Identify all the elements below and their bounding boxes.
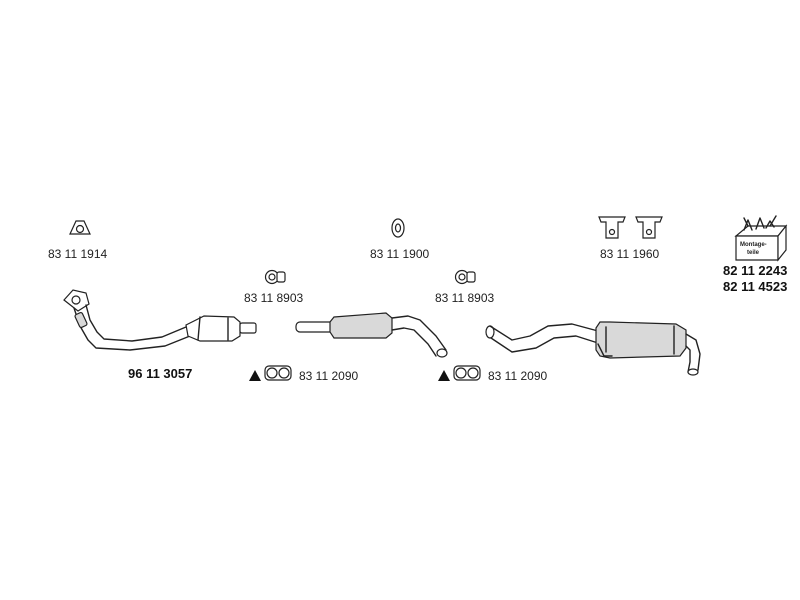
rubber-hanger-icon bbox=[635, 216, 663, 239]
part-number-gasket-triangle: 83 11 1914 bbox=[48, 247, 107, 261]
rubber-hanger-icon bbox=[598, 216, 626, 239]
warning-triangle-icon bbox=[249, 370, 261, 381]
rear-silencer-drawing bbox=[485, 321, 701, 376]
warning-triangle-icon bbox=[438, 370, 450, 381]
part-number-front-pipe-catalyst: 96 11 3057 bbox=[128, 366, 192, 381]
middle-silencer-drawing bbox=[295, 312, 448, 358]
oval-gasket-icon bbox=[391, 218, 405, 238]
part-number-clamp-left: 83 11 8903 bbox=[244, 291, 303, 305]
kit-label-line1: Montage- bbox=[740, 242, 767, 248]
part-number-clamp-right: 83 11 8903 bbox=[435, 291, 494, 305]
kit-label-line2: teile bbox=[747, 250, 760, 256]
pipe-clamp-icon bbox=[264, 269, 286, 285]
pipe-clamp-icon bbox=[454, 269, 476, 285]
front-pipe-catalyst-drawing bbox=[63, 289, 257, 351]
mounting-kit-box-icon: Montage- teile bbox=[734, 215, 788, 262]
sleeve-connector-icon bbox=[453, 365, 481, 381]
part-number-hanger: 83 11 1960 bbox=[600, 247, 659, 261]
triangle-gasket-icon bbox=[69, 220, 91, 235]
sleeve-connector-icon bbox=[264, 365, 292, 381]
part-number-mounting-kit-1: 82 11 2243 bbox=[723, 263, 787, 278]
part-number-mounting-kit-2: 82 11 4523 bbox=[723, 279, 787, 294]
part-number-connector-left: 83 11 2090 bbox=[299, 369, 358, 383]
part-number-connector-right: 83 11 2090 bbox=[488, 369, 547, 383]
part-number-gasket-oval: 83 11 1900 bbox=[370, 247, 429, 261]
